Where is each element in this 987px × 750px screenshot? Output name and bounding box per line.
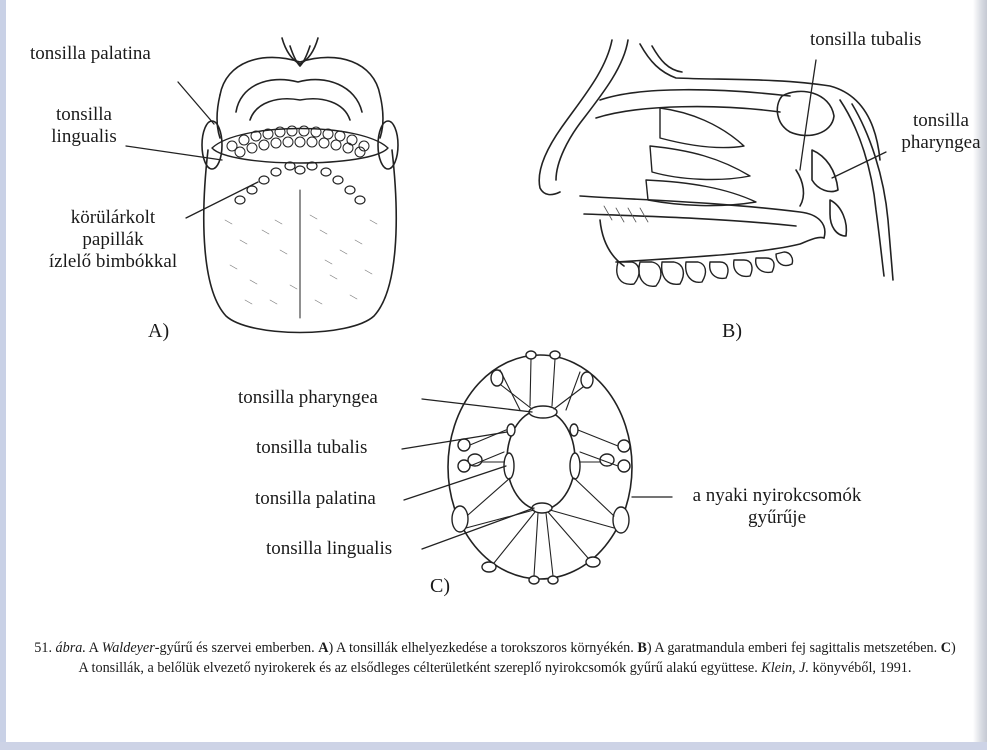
caption-text-4: ) A garatmandula emberi fej sagittalis m… bbox=[647, 640, 941, 656]
figure-caption: 51. ábra. A Waldeyer-gyűrű és szervei em… bbox=[30, 638, 960, 678]
label-a-tonsilla-lingualis-line2: lingualis bbox=[44, 126, 124, 148]
label-c-tonsilla-lingualis: tonsilla lingualis bbox=[266, 538, 392, 560]
label-c-ring-line2: gyűrűje bbox=[672, 507, 882, 529]
label-c-ring-line1: a nyaki nyirokcsomók bbox=[672, 485, 882, 507]
caption-fig-number: 51. bbox=[34, 640, 52, 656]
caption-panel-a-ref: A bbox=[318, 640, 328, 656]
waldeyer-ring-diagram bbox=[402, 351, 672, 584]
label-c-lymph-node-ring: a nyaki nyirokcsomók gyűrűje bbox=[672, 485, 882, 529]
caption-text-1: A bbox=[86, 640, 102, 656]
caption-text-6: könyvéből, 1991. bbox=[809, 660, 911, 676]
caption-panel-c-ref: C bbox=[941, 640, 951, 656]
tongue-illustration bbox=[126, 38, 398, 333]
label-b-tonsilla-pharyngea-line2: pharyngea bbox=[895, 132, 987, 154]
caption-panel-b-ref: B bbox=[637, 640, 646, 656]
caption-text-2: -gyűrű és szervei emberben. bbox=[155, 640, 318, 656]
caption-fig-word: ábra. bbox=[56, 640, 86, 656]
caption-waldeyer: Waldeyer bbox=[102, 640, 155, 656]
caption-text-3: ) A tonsillák elhelyezkedése a torokszor… bbox=[328, 640, 637, 656]
label-c-tonsilla-pharyngea: tonsilla pharyngea bbox=[238, 387, 378, 409]
panel-label-c: C) bbox=[430, 575, 450, 598]
label-a-papillae-line1: körülárkolt bbox=[30, 207, 196, 229]
label-a-tonsilla-lingualis-line1: tonsilla bbox=[44, 104, 124, 126]
caption-author: Klein, J. bbox=[761, 660, 809, 676]
label-c-tonsilla-tubalis: tonsilla tubalis bbox=[256, 437, 367, 459]
panel-label-a: A) bbox=[148, 320, 169, 343]
label-a-papillae-line2: papillák bbox=[30, 229, 196, 251]
label-b-tonsilla-tubalis: tonsilla tubalis bbox=[810, 29, 921, 51]
label-a-tonsilla-palatina: tonsilla palatina bbox=[30, 43, 151, 65]
label-b-tonsilla-pharyngea: tonsilla pharyngea bbox=[895, 110, 987, 154]
label-a-tonsilla-lingualis: tonsilla lingualis bbox=[44, 104, 124, 148]
label-b-tonsilla-pharyngea-line1: tonsilla bbox=[895, 110, 987, 132]
label-c-tonsilla-palatina: tonsilla palatina bbox=[255, 488, 376, 510]
label-a-papillae-line3: ízlelő bimbókkal bbox=[30, 251, 196, 273]
label-a-circumvallate-papillae: körülárkolt papillák ízlelő bimbókkal bbox=[30, 207, 196, 273]
sagittal-head-illustration bbox=[539, 40, 893, 286]
panel-label-b: B) bbox=[722, 320, 742, 343]
